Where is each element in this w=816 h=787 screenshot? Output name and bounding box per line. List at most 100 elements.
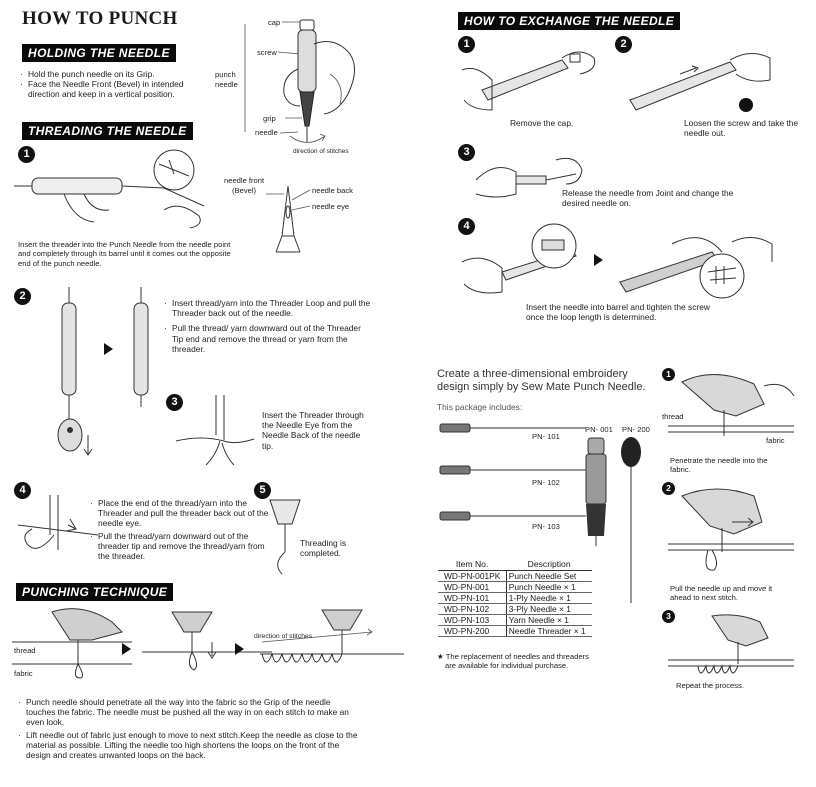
loosen-screw-illustration	[629, 53, 771, 112]
process-step-2-text: Pull the needle up and move it ahead to …	[670, 584, 773, 603]
hand-holding-needle-illustration	[244, 19, 355, 143]
header-punching-technique: PUNCHING TECHNIQUE	[16, 583, 174, 601]
label-pn-103: PN- 103	[532, 522, 560, 531]
threader-through-eye-illustration	[175, 395, 255, 466]
label-direction-of-stitches: direction of stitches	[254, 633, 313, 640]
arrow-right-icon	[594, 254, 603, 266]
page-title: HOW TO PUNCH	[22, 8, 178, 29]
table-cell: Punch Needle Set	[506, 570, 592, 582]
intro-line-1: Create a three-dimensional embroidery	[437, 368, 628, 380]
threader-insert-illustration	[14, 149, 205, 229]
step-3-text: Insert the Threader through the Needle E…	[262, 410, 364, 451]
step-3-number: 3	[166, 394, 183, 411]
label-needle-front: needle front	[224, 176, 265, 185]
label-screw: screw	[257, 48, 277, 57]
step-2-instructions: Insert thread/yarn into the Threader Loo…	[164, 298, 374, 354]
label-needle: needle	[255, 128, 278, 137]
release-needle-illustration	[475, 157, 583, 198]
arrow-right-icon	[235, 643, 244, 655]
punch-needle-and-threader-illustration	[585, 437, 641, 603]
process-step-3-illustration	[668, 614, 794, 674]
exchange-step-1-number: 1	[458, 36, 475, 53]
label-fabric: fabric	[14, 669, 33, 678]
process-step-3-text: Repeat the process.	[676, 681, 744, 690]
arrow-right-icon	[104, 343, 113, 355]
needle-set-illustration	[439, 423, 586, 521]
label-thread: thread	[14, 646, 36, 655]
step-1-number: 1	[18, 146, 35, 163]
step-4-bullet-1: Place the end of the thread/yarn into th…	[90, 498, 270, 529]
label-pn-101: PN- 101	[532, 432, 560, 441]
exchange-step-4-number: 4	[458, 218, 475, 235]
remove-cap-illustration	[461, 51, 596, 111]
label-direction-of-stitches: direction of stitches	[293, 148, 349, 155]
header-holding-the-needle: HOLDING THE NEEDLE	[22, 44, 176, 62]
table-header-description: Description	[506, 558, 592, 571]
table-cell: WD-PN-200	[438, 625, 507, 637]
exchange-step-2-number: 2	[615, 36, 632, 53]
header-threading-the-needle: THREADING THE NEEDLE	[22, 122, 193, 140]
table-cell: WD-PN-001PK	[438, 570, 507, 582]
punching-bullet-1: Punch needle should penetrate all the wa…	[18, 697, 358, 728]
holding-instructions: Hold the punch needle on its Grip. Face …	[20, 69, 210, 100]
step-2-bullet-1: Insert thread/yarn into the Threader Loo…	[164, 298, 374, 318]
table-cell: WD-PN-103	[438, 614, 507, 626]
label-pn-102: PN- 102	[532, 478, 560, 487]
label-grip: grip	[263, 114, 276, 123]
label-pn-200: PN- 200	[622, 425, 650, 434]
table-cell: WD-PN-101	[438, 592, 507, 604]
punching-bullet-2: Lift needle out of fabric just enough to…	[18, 730, 358, 761]
process-step-2-number: 2	[662, 482, 675, 495]
punching-technique-illustration	[12, 608, 404, 679]
exchange-step-3-number: 3	[458, 144, 475, 161]
punching-instructions: Punch needle should penetrate all the wa…	[18, 697, 358, 760]
exchange-step-1-text: Remove the cap.	[510, 118, 574, 128]
label-cap: cap	[268, 18, 281, 27]
replacement-note-line-1: ★ The replacement of needles and threade…	[437, 652, 589, 661]
step-4-instructions: Place the end of the thread/yarn into th…	[90, 498, 270, 561]
process-step-1-text: Penetrate the needle into the fabric.	[670, 456, 768, 475]
thread-into-threader-illustration	[17, 495, 99, 550]
table-cell: Punch Needle × 1	[506, 581, 592, 593]
step-4-number: 4	[14, 482, 31, 499]
label-punch: punch	[215, 70, 236, 79]
replacement-note-line-2: are available for individual purchase.	[445, 661, 569, 671]
step-1-text: Insert the threader into the Punch Needl…	[18, 240, 231, 268]
intro-text: Create a three-dimensional embroidery de…	[437, 368, 646, 394]
header-how-to-exchange-the-needle: HOW TO EXCHANGE THE NEEDLE	[458, 12, 681, 30]
process-step-1-illustration	[668, 373, 795, 436]
label-pn-001: PN- 001	[585, 425, 613, 434]
process-step-3-number: 3	[662, 610, 675, 623]
tighten-screw-illustration	[619, 237, 773, 299]
insert-needle-illustration	[461, 223, 577, 294]
step-5-text: Threading is completed.	[300, 538, 347, 559]
step-5-number: 5	[254, 482, 271, 499]
arrow-right-icon	[122, 643, 131, 655]
table-cell: Yarn Needle × 1	[506, 614, 592, 626]
exchange-step-3-text: Release the needle from Joint and change…	[562, 188, 734, 209]
package-includes: This package includes:	[437, 402, 523, 412]
needle-tip-illustration	[266, 185, 311, 253]
label-needle-back: needle back	[312, 186, 353, 195]
intro-line-2: design simply by Sew Mate Punch Needle.	[437, 381, 646, 393]
holding-bullet-1: Hold the punch needle on its Grip.	[20, 69, 210, 79]
table-cell: 3-Ply Needle × 1	[506, 603, 592, 615]
threaded-needle-illustration	[269, 499, 301, 575]
label-bevel: (Bevel)	[232, 186, 257, 195]
process-label-fabric: fabric	[766, 436, 785, 445]
label-needle-word: needle	[215, 80, 238, 89]
step-2-bullet-2: Pull the thread/ yarn downward out of th…	[164, 323, 374, 354]
table-cell: WD-PN-001	[438, 581, 507, 593]
exchange-step-2-text: Loosen the screw and take the needle out…	[684, 118, 799, 139]
table-cell: 1-Ply Needle × 1	[506, 592, 592, 604]
process-step-2-illustration	[668, 488, 794, 571]
step-2-number: 2	[14, 288, 31, 305]
replacement-note: ★ The replacement of needles and threade…	[437, 652, 627, 671]
table-cell: WD-PN-102	[438, 603, 507, 615]
holding-bullet-2: Face the Needle Front (Bevel) in intende…	[20, 79, 210, 99]
